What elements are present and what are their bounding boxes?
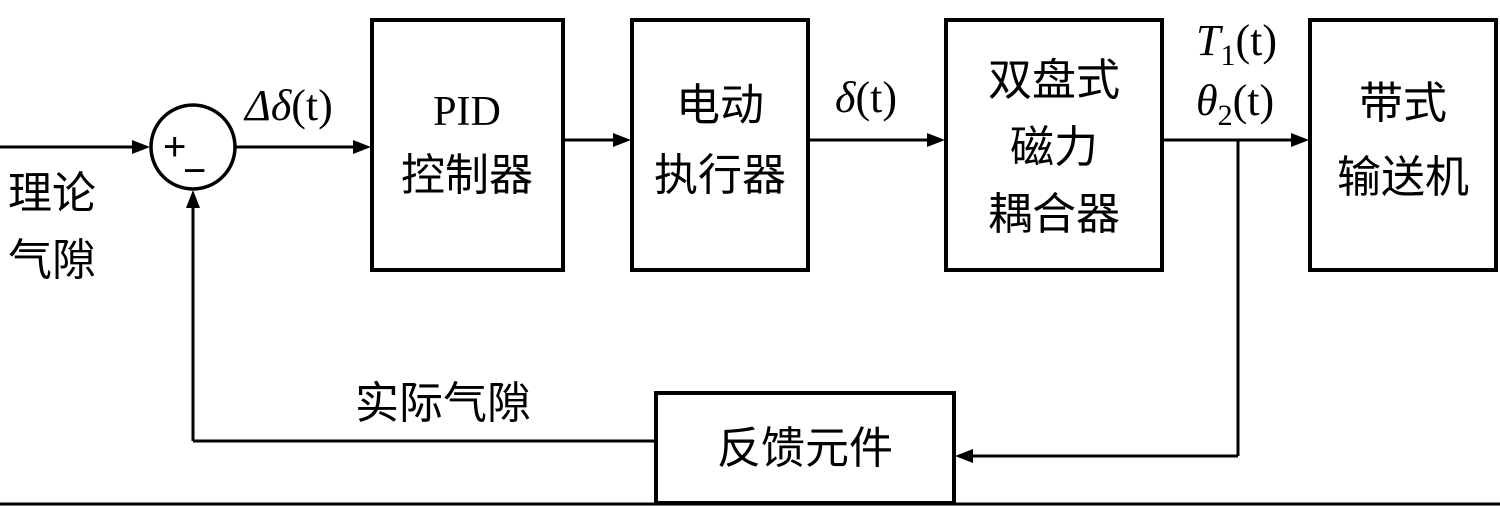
coupler-block-label-line1: 双盘式: [988, 55, 1120, 106]
actuator-block-label-line2: 执行器: [654, 150, 786, 201]
actuator-output-symbol: δ: [835, 73, 857, 122]
actuator-output-label: δ(t): [835, 73, 897, 122]
coupler-block-label-line3: 耦合器: [988, 189, 1120, 240]
belt-conveyor-block: [1308, 18, 1498, 272]
angle-subscript: 2: [1218, 99, 1233, 132]
pid-to-actuator-arrowhead: [613, 133, 631, 147]
angle-arg: (t): [1233, 76, 1275, 125]
feedback-input-arrowhead: [955, 449, 973, 463]
actual-air-gap-label: 实际气隙: [355, 378, 531, 429]
actuator-block-label-line1: 电动: [676, 80, 764, 131]
angle-output-label: θ2(t): [1196, 76, 1274, 132]
magnetic-coupler-block: [944, 18, 1164, 272]
summing-minus-sign: −: [183, 149, 206, 193]
error-signal-label: Δδ(t): [243, 81, 333, 130]
actuator-output-arg: (t): [855, 73, 897, 122]
torque-output-label: T1(t): [1196, 16, 1277, 72]
coupler-to-conveyor-arrowhead: [1291, 133, 1309, 147]
error-signal-arg: (t): [291, 81, 333, 130]
reference-input-label-line1: 理论: [8, 168, 96, 219]
error-signal-symbol: Δδ: [243, 81, 293, 130]
torque-arg: (t): [1235, 16, 1277, 65]
reference-input-label-line2: 气隙: [8, 235, 96, 286]
error-signal-arrowhead: [353, 140, 371, 154]
conveyor-block-label-line2: 输送机: [1337, 152, 1469, 203]
pid-block-label-line2: 控制器: [401, 150, 533, 201]
electric-actuator-block: [630, 18, 810, 272]
feedback-return-arrowhead: [186, 190, 200, 208]
reference-input-arrowhead: [132, 140, 150, 154]
pid-controller-block: [370, 18, 565, 272]
pid-block-label-line1: PID: [433, 89, 501, 135]
actuator-to-coupler-arrowhead: [927, 133, 945, 147]
angle-symbol: θ: [1196, 76, 1218, 125]
feedback-block-label: 反馈元件: [717, 423, 893, 474]
torque-subscript: 1: [1220, 39, 1235, 72]
summing-plus-sign: +: [163, 125, 186, 169]
conveyor-block-label-line1: 带式: [1359, 78, 1447, 129]
coupler-block-label-line2: 磁力: [1010, 122, 1098, 173]
torque-symbol: T: [1196, 16, 1224, 65]
